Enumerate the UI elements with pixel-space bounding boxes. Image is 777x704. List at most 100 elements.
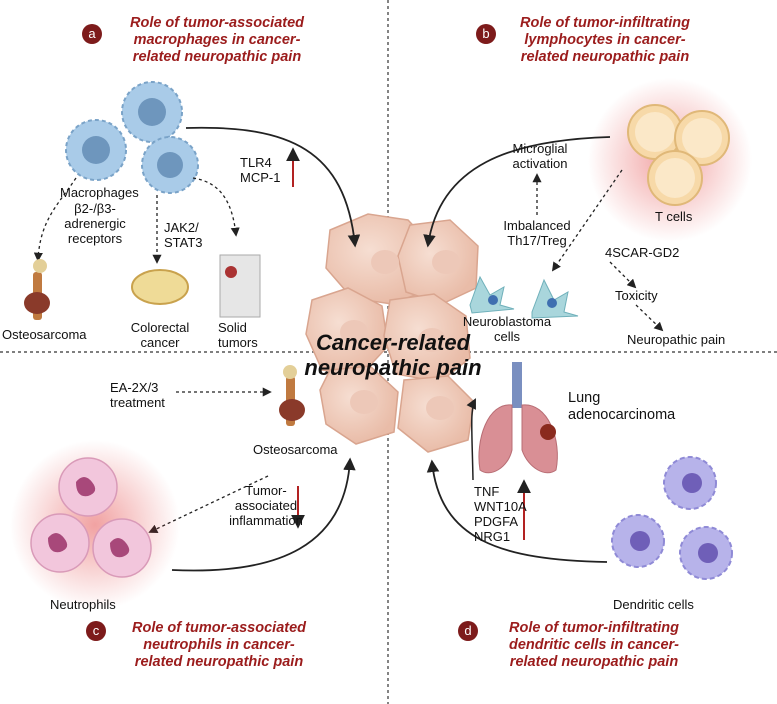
dendritic-cluster [611, 456, 733, 580]
inflammation-line: associated [234, 498, 298, 513]
microglial-line: activation [512, 156, 568, 171]
panel-a-title-line: macrophages in cancer- [133, 32, 301, 48]
panel-d-title-line: related neuropathic pain [509, 654, 679, 670]
t-cell [627, 104, 683, 160]
arrow-to-neuropathic [635, 304, 664, 332]
arrow-to-toxicity [609, 261, 637, 289]
macrophage-cell [121, 81, 183, 143]
receptors-line: adrenergic [64, 216, 126, 231]
osteosarcoma-bone-a [24, 259, 50, 320]
macrophages-label: Macrophages [60, 185, 139, 200]
panel-d-title-line: dendritic cells in cancer- [508, 637, 680, 653]
gene-line: NRG1 [474, 529, 511, 544]
osteosarcoma-bone-c [279, 365, 305, 426]
arrow-neutrophils-to-center [171, 457, 356, 572]
arrow-tcells-to-center [423, 136, 611, 248]
badge-a: a [82, 24, 102, 44]
center-title: Cancer-related neuropathic pain [248, 330, 538, 380]
lung-illustration [478, 362, 558, 474]
arrow-to-osteosarcoma-a [33, 177, 77, 262]
imbalanced-line: Imbalanced [503, 218, 571, 233]
tcells-label: T cells [655, 209, 693, 224]
breast-tumor [219, 254, 261, 318]
tlr-line: MCP-1 [240, 170, 281, 185]
arrow-dendritic-to-center [426, 459, 608, 563]
osteosarcoma-label-a: Osteosarcoma [2, 327, 87, 342]
panel-c-title-line: neutrophils in cancer- [143, 637, 295, 653]
panel-c-title-line: related neuropathic pain [134, 654, 304, 670]
tumor-cell-cluster [305, 213, 479, 453]
osteosarcoma-label-c: Osteosarcoma [253, 442, 338, 457]
dendritic-cell [679, 526, 733, 580]
gene-line: PDGFA [474, 514, 519, 529]
colorectal-line: cancer [140, 335, 180, 350]
center-title-line1: Cancer-related [315, 330, 471, 355]
microglial-line: Microglial [512, 141, 568, 156]
center-title-line2: neuropathic pain [304, 355, 482, 380]
dendritic-cell [663, 456, 717, 510]
inflammation-label: Tumor- associated inflammation [222, 483, 310, 528]
neutrophils-label: Neutrophils [50, 597, 116, 612]
neutrophil-cell [30, 513, 90, 573]
panel-d-title-line: Role of tumor-infiltrating [509, 620, 679, 636]
macrophage-cell [65, 119, 127, 181]
t-cell [647, 150, 703, 206]
badge-d: d [458, 621, 478, 641]
badge-c: c [86, 621, 106, 641]
colorectal-tumor [131, 269, 189, 305]
ea-treatment-label: EA-2X/3 treatment [110, 380, 165, 410]
arrow-to-lung [466, 398, 476, 481]
receptors-line: receptors [67, 231, 123, 246]
jak-stat-label: JAK2/ STAT3 [164, 220, 203, 250]
panel-a-title-line: related neuropathic pain [132, 49, 302, 65]
arrow-to-solid-tumors [192, 177, 240, 237]
panel-a-title: Role of tumor-associated macrophages in … [112, 15, 322, 66]
colorectal-label: Colorectal cancer [120, 320, 200, 350]
genes-label: TNF WNT10A PDGFA NRG1 [474, 484, 527, 544]
neutrophil-cluster [30, 457, 152, 578]
panel-c-title: Role of tumor-associated neutrophils in … [114, 620, 324, 671]
colorectal-line: Colorectal [130, 320, 190, 335]
panel-b-title-line: lymphocytes in cancer- [524, 32, 686, 48]
neuroblastoma-cells [469, 275, 579, 319]
neuroblastoma-line: Neuroblastoma [462, 314, 552, 329]
ea-line: treatment [110, 395, 165, 410]
macrophage-cell [141, 136, 199, 194]
tcell-cluster [627, 104, 730, 206]
panel-a-title-line: Role of tumor-associated [129, 15, 305, 31]
tlr4-mcp1-label: TLR4 MCP-1 [240, 155, 280, 185]
panel-b-title-line: Role of tumor-infiltrating [520, 15, 690, 31]
neuroblastoma-line: cells [493, 329, 520, 344]
lung-line: Lung [568, 390, 601, 406]
solid-tumors-label: Solid tumors [218, 320, 258, 350]
jak-line: STAT3 [164, 235, 203, 250]
solid-line: tumors [218, 335, 258, 350]
panel-b-title-line: related neuropathic pain [520, 49, 690, 65]
neuroblastoma-label: Neuroblastoma cells [457, 314, 557, 344]
t-cell [674, 110, 730, 166]
badge-b: b [476, 24, 496, 44]
imbalanced-line: Th17/Treg [507, 233, 567, 248]
panel-d-title: Role of tumor-infiltrating dendritic cel… [484, 620, 704, 671]
dendritic-cells-label: Dendritic cells [613, 597, 694, 612]
receptors-line: β2-/β3- [74, 201, 116, 216]
arrow-tcells-to-neuroblastoma [551, 169, 623, 272]
ea-line: EA-2X/3 [110, 380, 159, 395]
arrow-macrophages-to-center [185, 126, 361, 248]
inflammation-line: inflammation [229, 513, 303, 528]
macrophage-cluster [65, 81, 199, 194]
microglial-label: Microglial activation [495, 141, 585, 171]
toxicity-label: Toxicity [615, 288, 658, 303]
dendritic-cell [611, 514, 665, 568]
receptors-label: β2-/β3- adrenergic receptors [50, 201, 140, 246]
imbalanced-label: Imbalanced Th17/Treg [492, 218, 582, 248]
gene-line: TNF [474, 484, 500, 499]
solid-line: Solid [218, 320, 247, 335]
neuropathic-pain-label: Neuropathic pain [627, 332, 726, 347]
4scar-gd2-label: 4SCAR-GD2 [605, 245, 680, 260]
lung-adenocarcinoma-label: Lung adenocarcinoma [568, 390, 675, 424]
panel-c-title-line: Role of tumor-associated [131, 620, 307, 636]
jak-line: JAK2/ [164, 220, 199, 235]
tlr-line: TLR4 [240, 155, 272, 170]
